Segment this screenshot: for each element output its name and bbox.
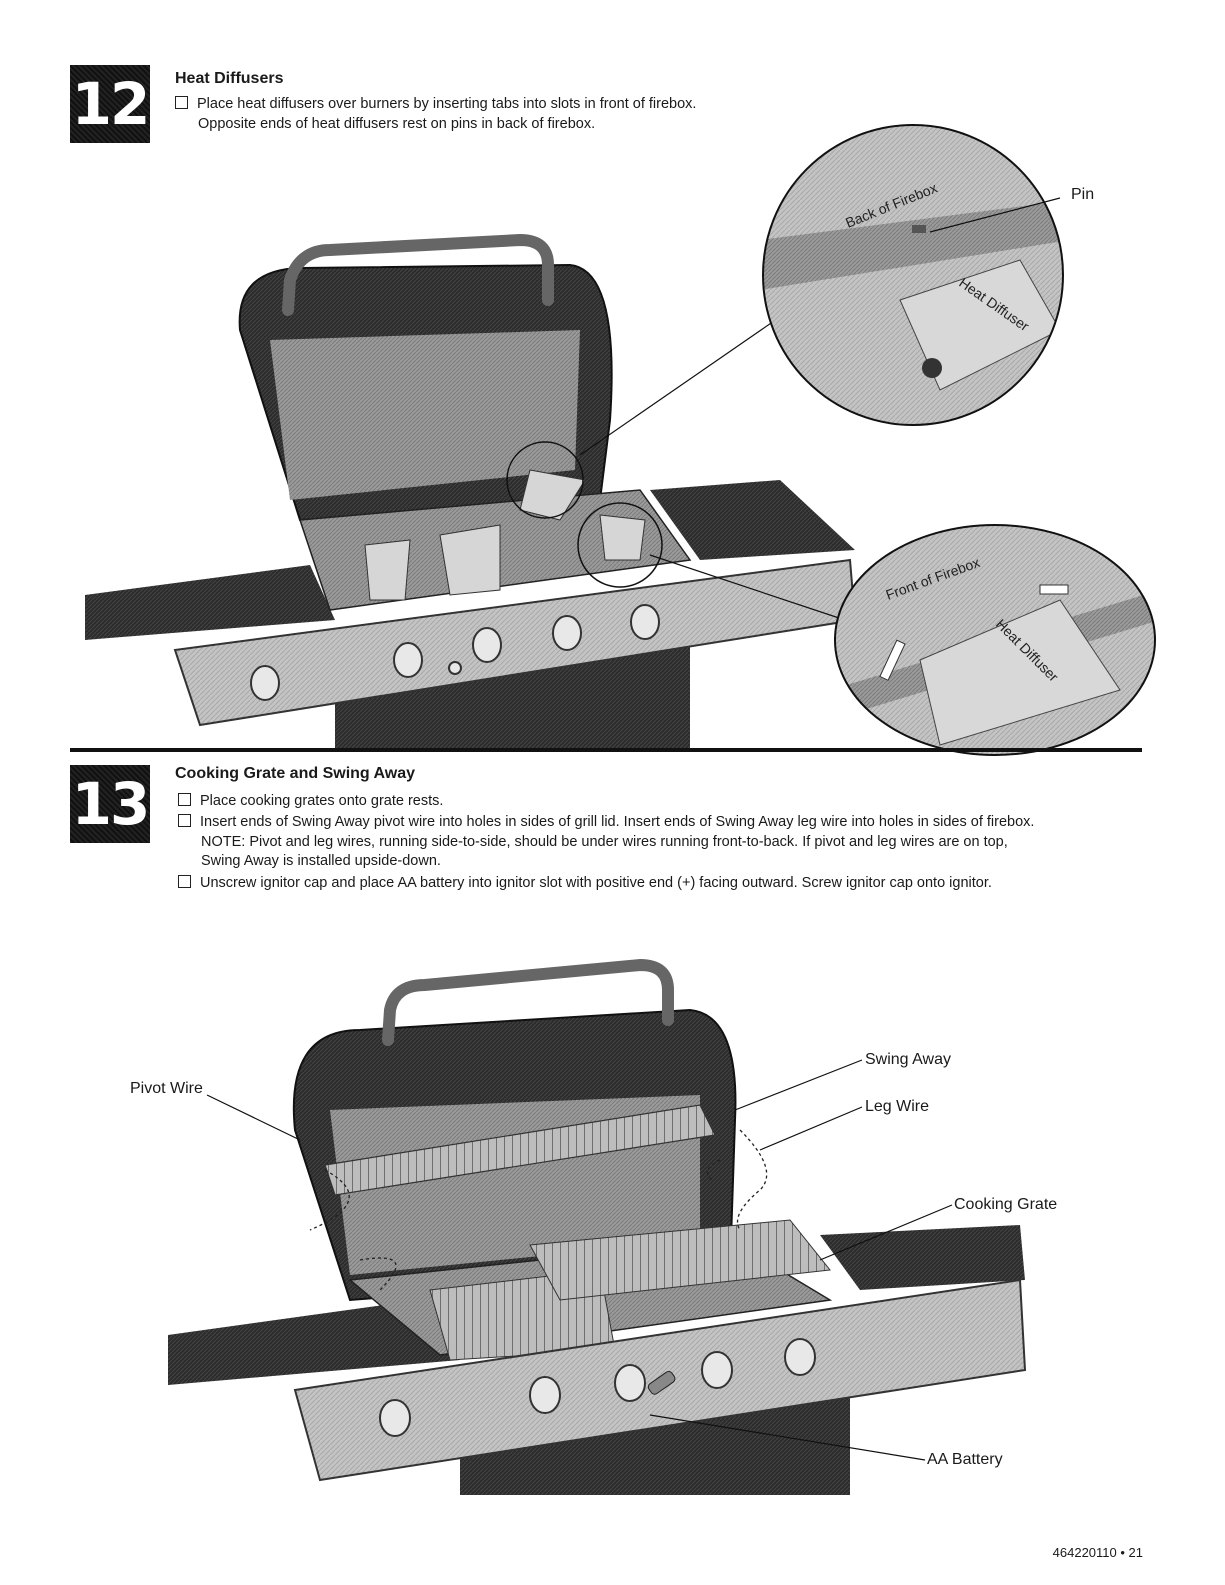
knob-icon	[393, 642, 423, 678]
section-divider	[70, 748, 1142, 752]
knob-icon	[552, 615, 582, 651]
checkbox-icon[interactable]	[175, 96, 188, 109]
heat-diffuser-2	[439, 524, 501, 596]
knob-icon	[701, 1351, 733, 1389]
knob-icon	[784, 1338, 816, 1376]
knob-icon	[250, 665, 280, 701]
step-12-line-1: Place heat diffusers over burners by ins…	[197, 96, 697, 112]
pivot-wire-label: Pivot Wire	[130, 1080, 203, 1097]
checkbox-icon[interactable]	[178, 814, 191, 827]
step-12-title: Heat Diffusers	[175, 70, 284, 87]
lid-interior	[270, 330, 580, 500]
cooking-grate-label: Cooking Grate	[954, 1196, 1057, 1213]
swing-away-label: Swing Away	[865, 1051, 951, 1068]
checkbox-icon[interactable]	[178, 793, 191, 806]
cooking-grate-left	[429, 1269, 616, 1361]
zoom-front-of-firebox	[835, 525, 1155, 755]
checkbox-icon[interactable]	[178, 875, 191, 888]
step-13-note-2: Swing Away is installed upside-down.	[201, 853, 441, 869]
knob-icon	[630, 604, 660, 640]
knob-icon	[529, 1376, 561, 1414]
right-side-shelf	[650, 480, 855, 560]
heat-diffuser-4	[599, 514, 646, 561]
left-side-shelf	[85, 565, 335, 640]
zoom-back-of-firebox	[763, 125, 1063, 425]
aa-battery-label: AA Battery	[927, 1451, 1003, 1468]
knob-icon	[472, 627, 502, 663]
step-13-instruction-2: Insert ends of Swing Away pivot wire int…	[178, 813, 1034, 832]
step-13-instruction-3: Unscrew ignitor cap and place AA battery…	[178, 874, 992, 893]
page-footer: 464220110 • 21	[1052, 1545, 1143, 1560]
step-12-instruction: Place heat diffusers over burners by ins…	[175, 95, 696, 114]
heat-diffuser-3	[519, 469, 586, 521]
aa-battery-icon	[647, 1370, 676, 1395]
step-12-line-2: Opposite ends of heat diffusers rest on …	[198, 116, 596, 132]
step-13-note-1: NOTE: Pivot and leg wires, running side-…	[201, 834, 1008, 850]
knob-icon	[379, 1399, 411, 1437]
pin-label: Pin	[1071, 186, 1094, 203]
knob-icon	[614, 1364, 646, 1402]
step-12-badge: 12	[70, 65, 150, 143]
cooking-grate-right	[529, 1219, 831, 1301]
ignitor-button-icon	[448, 661, 462, 675]
leg-wire-label: Leg Wire	[865, 1098, 929, 1115]
step-13-title: Cooking Grate and Swing Away	[175, 765, 416, 782]
swing-away-rack	[324, 1104, 716, 1196]
heat-diffuser-1	[364, 539, 411, 601]
heat-diffuser-illustration: Back of Firebox Heat Diffuser Pin Front …	[85, 124, 1156, 756]
step-13-instruction-1: Place cooking grates onto grate rests.	[178, 792, 443, 811]
lid-handle	[282, 233, 554, 316]
step-13-badge: 13	[70, 765, 150, 843]
